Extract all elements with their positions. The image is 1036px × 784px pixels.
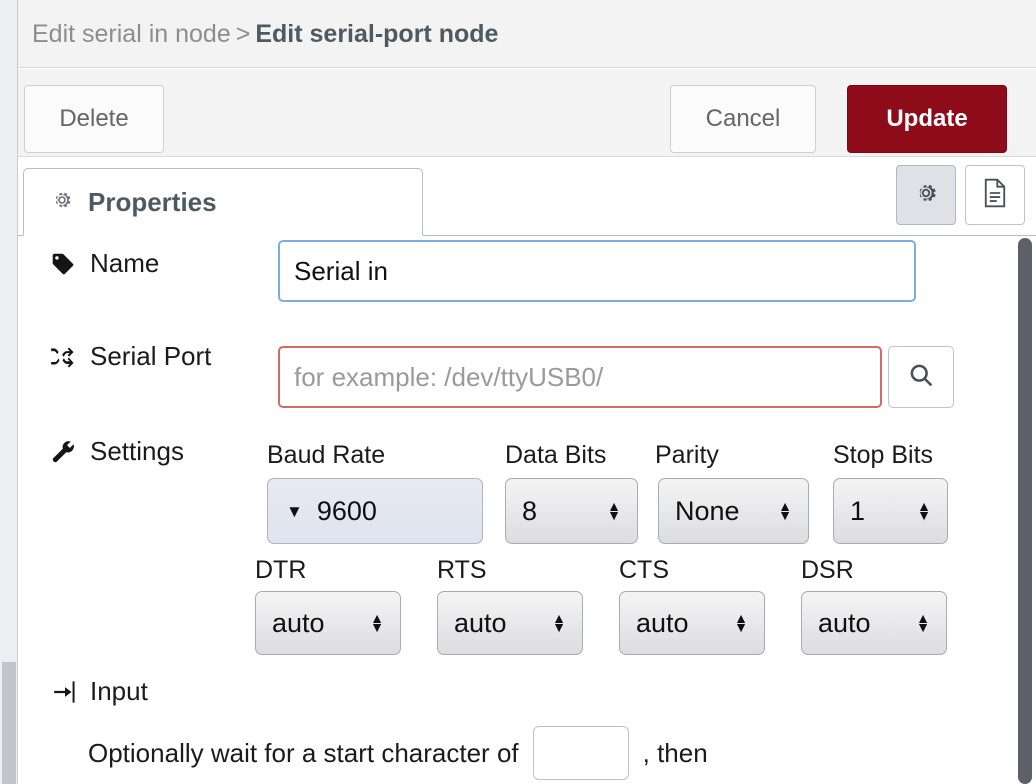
window-left-edge (0, 0, 18, 784)
select-arrows-icon: ▲▼ (552, 610, 566, 635)
cts-select[interactable]: auto ▲▼ (619, 591, 765, 655)
stop-bits-value: 1 (850, 495, 866, 526)
stop-bits-select[interactable]: 1 ▲▼ (833, 478, 948, 544)
document-icon (982, 178, 1008, 213)
cancel-button[interactable]: Cancel (670, 85, 816, 153)
properties-scrollbar-thumb[interactable] (1018, 238, 1032, 784)
breadcrumb: Edit serial in node>Edit serial-port nod… (32, 17, 498, 51)
search-icon (907, 361, 935, 394)
input-section-label: Input (90, 676, 148, 706)
wrench-icon (48, 439, 78, 465)
description-panel-button[interactable] (965, 165, 1025, 225)
window-scrollbar-thumb[interactable] (2, 662, 16, 784)
start-character-text-after: , then (642, 737, 708, 768)
input-section-heading: Input (50, 676, 148, 707)
baud-rate-dropdown[interactable]: ▼ 9600 (267, 478, 483, 544)
settings-label-text: Settings (90, 436, 184, 466)
dsr-value: auto (818, 607, 871, 638)
rts-label: RTS (437, 556, 487, 584)
select-arrows-icon: ▲▼ (607, 498, 621, 523)
serial-port-input[interactable] (278, 346, 882, 408)
start-character-text-before: Optionally wait for a start character of (88, 737, 519, 768)
serial-port-label-text: Serial Port (90, 341, 212, 371)
field-row-settings: Settings (48, 436, 184, 467)
delete-button[interactable]: Delete (24, 85, 164, 153)
breadcrumb-current: Edit serial-port node (255, 20, 499, 48)
select-arrows-icon: ▲▼ (778, 498, 792, 523)
start-character-input[interactable] (532, 726, 629, 780)
dialog-button-bar: Delete Cancel Update (18, 69, 1036, 157)
dsr-label: DSR (801, 556, 854, 584)
cts-label: CTS (619, 556, 669, 584)
gear-icon (912, 179, 940, 212)
start-character-row: Optionally wait for a start character of… (88, 726, 708, 780)
dsr-select[interactable]: auto ▲▼ (801, 591, 947, 655)
dtr-label: DTR (255, 556, 307, 584)
settings-label: Settings (48, 436, 184, 467)
baud-rate-value: 9600 (316, 495, 377, 526)
field-row-serial-port: Serial Port (48, 341, 211, 372)
serial-port-search-button[interactable] (888, 346, 954, 408)
sign-in-icon (50, 680, 80, 704)
stop-bits-label: Stop Bits (833, 441, 934, 469)
shuffle-icon (48, 345, 78, 369)
rts-value: auto (454, 607, 507, 638)
select-arrows-icon: ▲▼ (370, 610, 384, 635)
update-button[interactable]: Update (847, 85, 1007, 153)
baud-rate-label: Baud Rate (267, 441, 386, 469)
select-arrows-icon: ▲▼ (916, 610, 930, 635)
parity-select[interactable]: None ▲▼ (658, 478, 809, 544)
select-arrows-icon: ▲▼ (917, 498, 931, 523)
tab-bar-underline (18, 235, 1036, 236)
select-arrows-icon: ▲▼ (734, 610, 748, 635)
dtr-select[interactable]: auto ▲▼ (255, 591, 401, 655)
name-label-text: Name (90, 248, 160, 278)
name-label: Name (48, 248, 159, 279)
serial-port-label: Serial Port (48, 341, 211, 372)
properties-panel: Name Serial Port (18, 236, 1036, 784)
dialog-body: Edit serial in node>Edit serial-port nod… (18, 0, 1036, 784)
breadcrumb-previous[interactable]: Edit serial in node (32, 20, 231, 48)
dtr-value: auto (272, 607, 325, 638)
rts-select[interactable]: auto ▲▼ (437, 591, 583, 655)
field-row-name: Name (48, 248, 159, 279)
properties-scrollbar-track[interactable] (1014, 236, 1036, 784)
parity-label: Parity (655, 441, 719, 469)
tab-bar: Properties (18, 158, 1036, 236)
tag-icon (48, 251, 78, 277)
dialog-titlebar: Edit serial in node>Edit serial-port nod… (18, 0, 1036, 68)
data-bits-select[interactable]: 8 ▲▼ (505, 478, 638, 544)
name-input[interactable] (278, 240, 916, 302)
data-bits-label: Data Bits (505, 441, 607, 469)
breadcrumb-separator: > (235, 20, 251, 48)
data-bits-value: 8 (522, 495, 538, 526)
settings-panel-button[interactable] (896, 165, 956, 225)
cts-value: auto (636, 607, 689, 638)
chevron-down-icon: ▼ (286, 501, 303, 521)
tab-properties-label: Properties (88, 186, 217, 217)
gear-icon (50, 188, 74, 217)
parity-value: None (675, 495, 740, 526)
tab-properties[interactable]: Properties (23, 168, 423, 236)
